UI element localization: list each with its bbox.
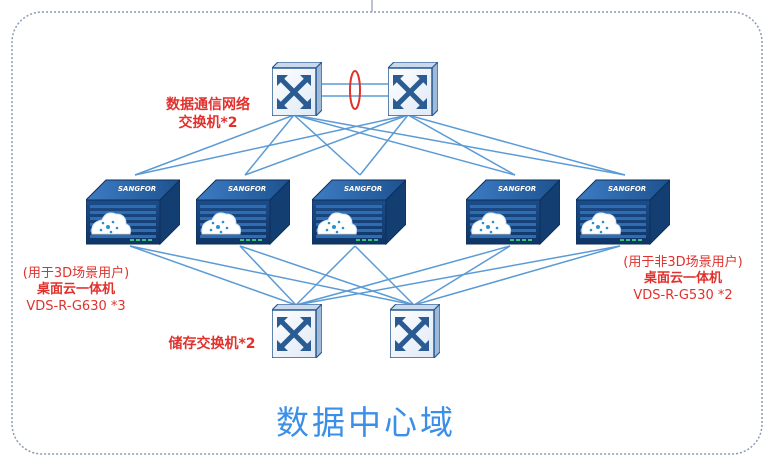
storage-switch-2 <box>390 304 440 358</box>
storage-links <box>129 245 621 306</box>
left-group-model: VDS-R-G630 *3 <box>26 298 126 314</box>
data-switch-label-line1: 数据通信网络 <box>166 97 250 113</box>
server-brand-1: SANGFOR <box>118 185 156 193</box>
storage-switch-label: 储存交换机*2 <box>160 336 264 354</box>
server-brand-4: SANGFOR <box>498 185 536 193</box>
right-group-usage: (用于非3D场景用户) <box>623 255 743 270</box>
domain-title: 数据中心域 <box>276 403 456 442</box>
data-switch-label: 数据通信网络 交换机*2 <box>160 97 256 132</box>
right-group-model: VDS-R-G530 *2 <box>633 287 733 303</box>
left-group-product: 桌面云一体机 <box>36 282 115 298</box>
left-group-label: (用于3D场景用户) 桌面云一体机 VDS-R-G630 *3 <box>14 266 138 315</box>
data-switch-1 <box>272 62 322 116</box>
server-brand-2: SANGFOR <box>228 185 266 193</box>
server-brand-3: SANGFOR <box>344 185 382 193</box>
link-aggregation-ellipse <box>349 70 361 110</box>
data-switch-2 <box>388 62 438 116</box>
right-group-label: (用于非3D场景用户) 桌面云一体机 VDS-R-G530 *2 <box>614 255 752 304</box>
domain-frame <box>11 11 763 455</box>
data-network-links <box>134 83 626 176</box>
left-group-usage: (用于3D场景用户) <box>22 266 130 281</box>
storage-switch-label-text: 储存交换机*2 <box>168 336 256 352</box>
data-switch-label-line2: 交换机*2 <box>178 114 238 131</box>
storage-switch-1 <box>272 304 322 358</box>
right-group-product: 桌面云一体机 <box>643 271 722 287</box>
server-brand-5: SANGFOR <box>608 185 646 193</box>
